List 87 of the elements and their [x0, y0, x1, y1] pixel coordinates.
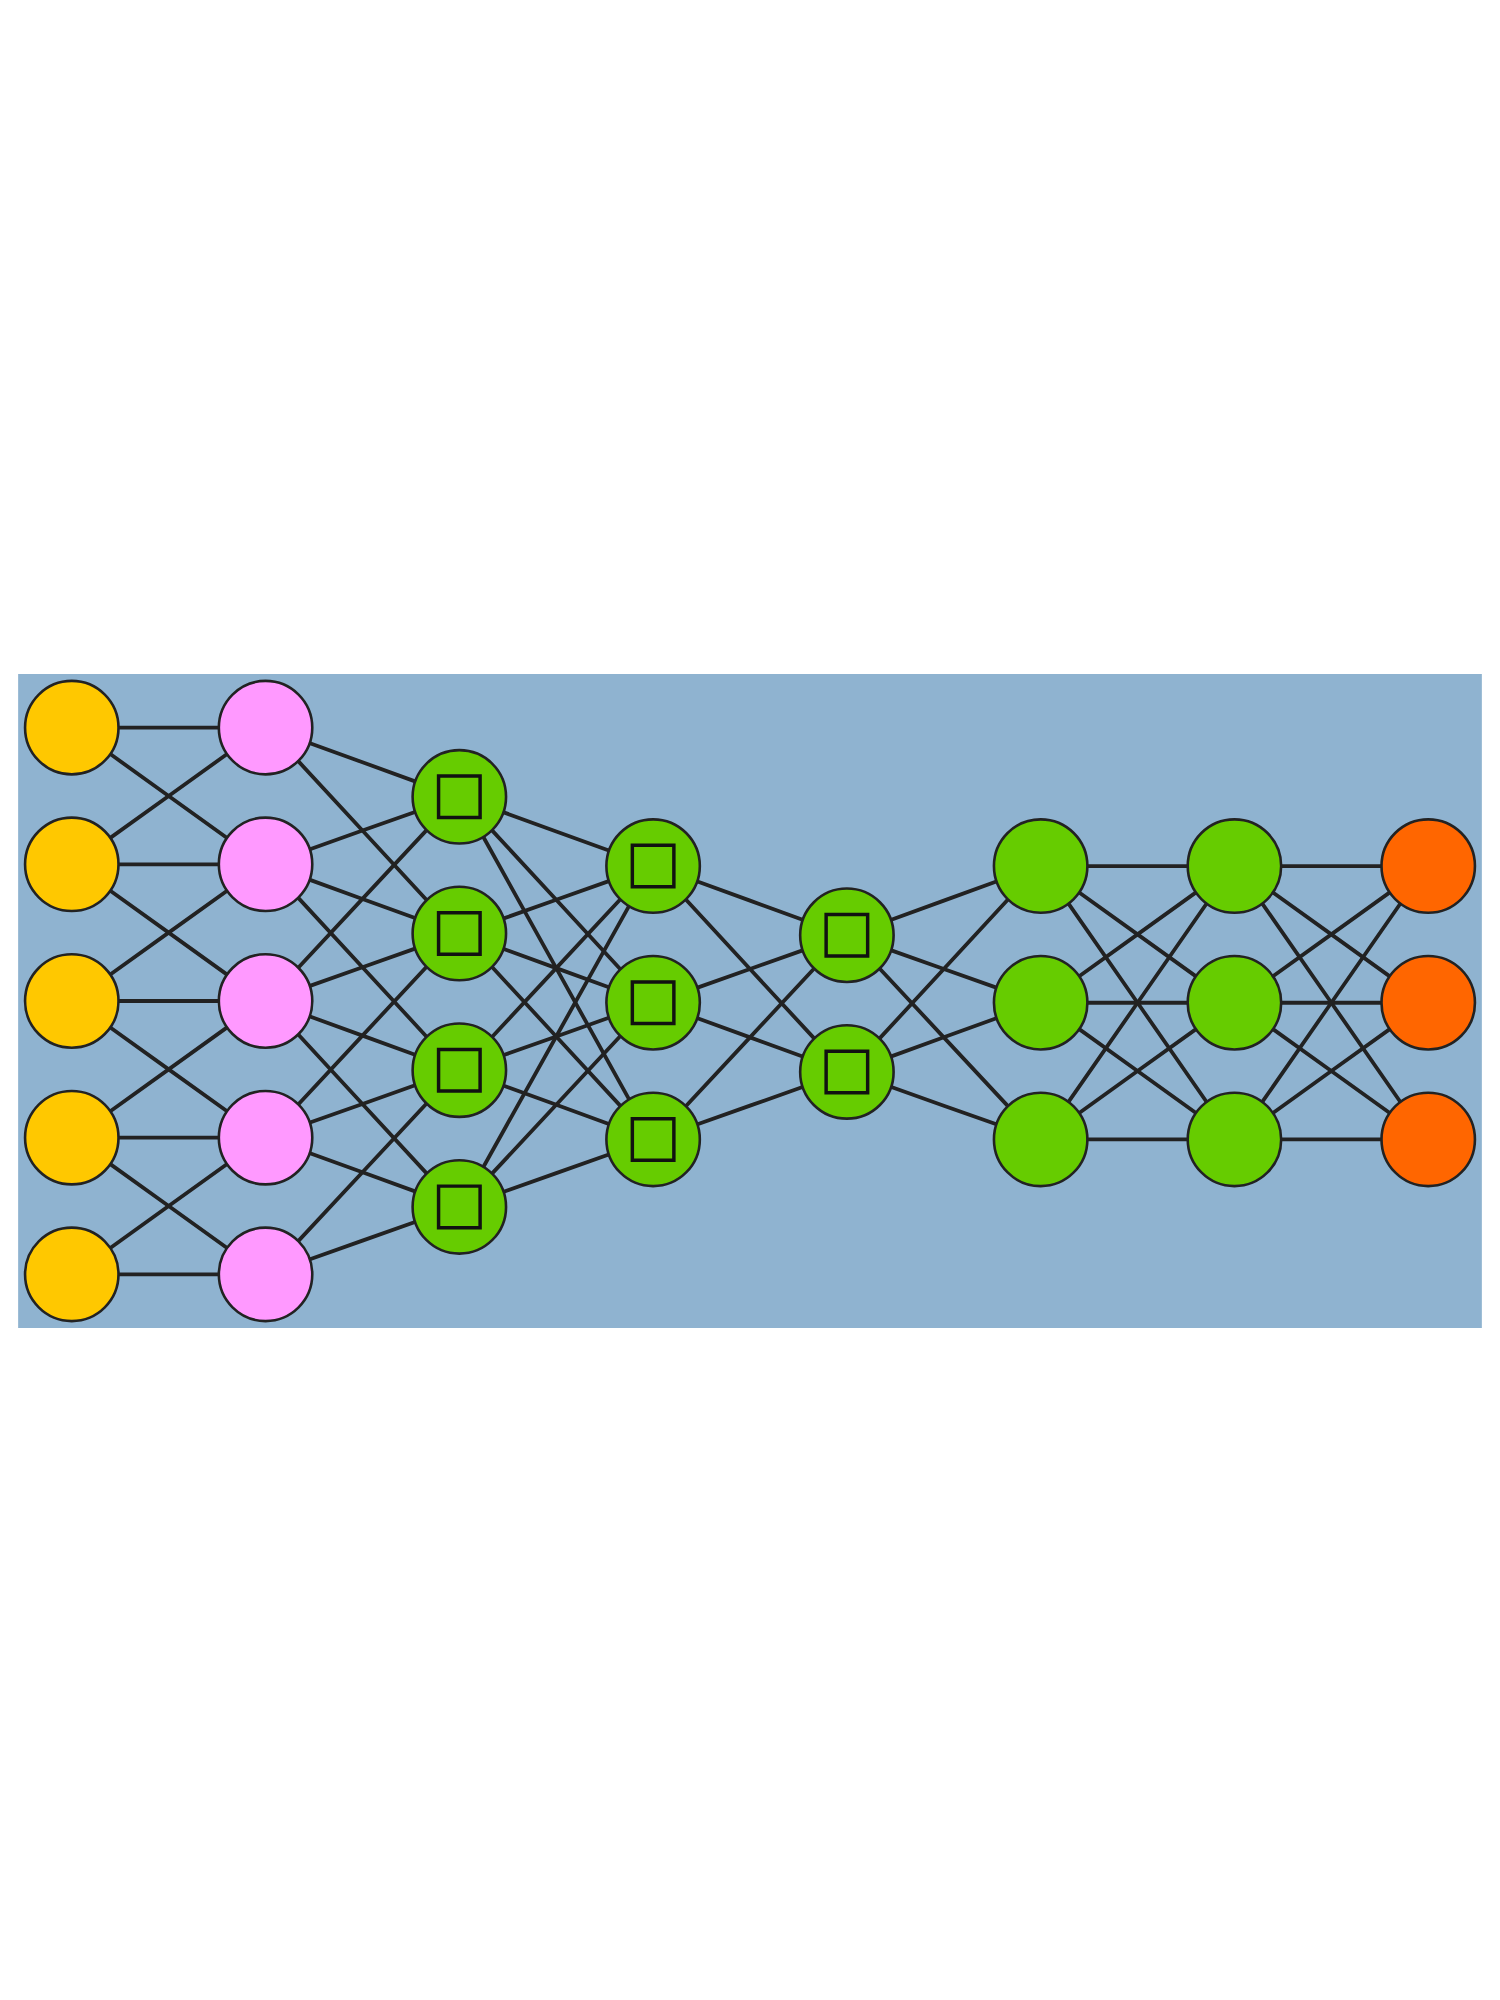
node-circle: [217, 1225, 314, 1322]
connector: [1281, 999, 1382, 1004]
connector: [503, 809, 610, 852]
connector: [309, 1013, 416, 1056]
connector: [490, 828, 622, 970]
node-circle: [1380, 817, 1477, 914]
connector: [491, 897, 622, 1037]
connector: [1261, 901, 1402, 1102]
node-circle: [992, 817, 1089, 914]
connector: [297, 1101, 428, 1241]
node-circle: [411, 1021, 508, 1118]
node-circle: [217, 952, 314, 1048]
node-circle: [411, 747, 508, 844]
connector: [118, 1134, 219, 1139]
node-circle: [23, 952, 120, 1048]
node-circle: [1380, 953, 1477, 1050]
node-circle: [605, 1090, 702, 1187]
node-circle: [992, 953, 1089, 1050]
connector: [309, 1082, 416, 1124]
connector: [1087, 1136, 1188, 1141]
connector: [109, 1161, 228, 1249]
node-circle: [411, 1157, 508, 1254]
node-circle: [411, 884, 508, 981]
connector: [503, 1151, 610, 1193]
connector: [890, 1084, 997, 1126]
connector: [118, 724, 219, 729]
connector: [696, 1084, 804, 1126]
connector: [309, 1219, 416, 1261]
connector: [297, 965, 428, 1105]
connector: [309, 740, 416, 783]
connector: [118, 998, 219, 1002]
connector: [1087, 999, 1188, 1004]
node-circle: [1186, 1090, 1283, 1187]
node-circle: [1380, 1090, 1477, 1187]
node-circle: [217, 1088, 314, 1185]
connector: [696, 878, 804, 921]
connector: [109, 1025, 228, 1112]
connector: [503, 1082, 610, 1125]
node-circle: [23, 678, 120, 775]
node-circle: [23, 1225, 120, 1322]
node-circle: [217, 815, 314, 912]
node-circle: [23, 1088, 120, 1185]
connector: [296, 758, 428, 901]
connector: [490, 964, 622, 1107]
node-circle: [23, 815, 120, 912]
node-circle: [605, 817, 702, 914]
connector: [118, 861, 219, 866]
connector: [696, 1015, 804, 1058]
connector: [696, 947, 804, 989]
node-circle: [605, 953, 702, 1050]
connector: [491, 1034, 622, 1174]
connector: [1078, 890, 1197, 977]
connector: [890, 947, 997, 989]
connector: [890, 878, 998, 921]
connector: [309, 945, 416, 987]
node-circle: [798, 886, 895, 983]
connector: [296, 1032, 428, 1174]
connector: [109, 751, 228, 839]
connector: [890, 1015, 997, 1058]
connector: [309, 877, 416, 919]
connector: [878, 897, 1010, 1039]
connector: [684, 897, 816, 1039]
connector: [296, 895, 428, 1037]
connector: [1281, 1136, 1382, 1141]
connector: [481, 904, 631, 1167]
connector: [503, 878, 610, 920]
connector: [684, 966, 816, 1106]
connector: [1272, 890, 1391, 977]
connector: [118, 1271, 219, 1276]
node-circle: [992, 1090, 1089, 1187]
connector: [1078, 1026, 1197, 1114]
connector: [309, 1150, 416, 1193]
connector: [297, 828, 428, 968]
node-circle: [217, 678, 314, 775]
connector: [1087, 863, 1188, 867]
node-circle: [1186, 817, 1283, 914]
connector: [503, 1015, 610, 1056]
connector: [1067, 901, 1209, 1102]
connector: [503, 946, 610, 989]
connector: [481, 835, 631, 1099]
node-circle: [798, 1022, 895, 1119]
connector: [109, 888, 228, 975]
connector: [878, 966, 1009, 1106]
connector: [1272, 1026, 1391, 1114]
connector: [1281, 863, 1382, 867]
connector: [309, 809, 416, 850]
node-circle: [1186, 953, 1283, 1050]
